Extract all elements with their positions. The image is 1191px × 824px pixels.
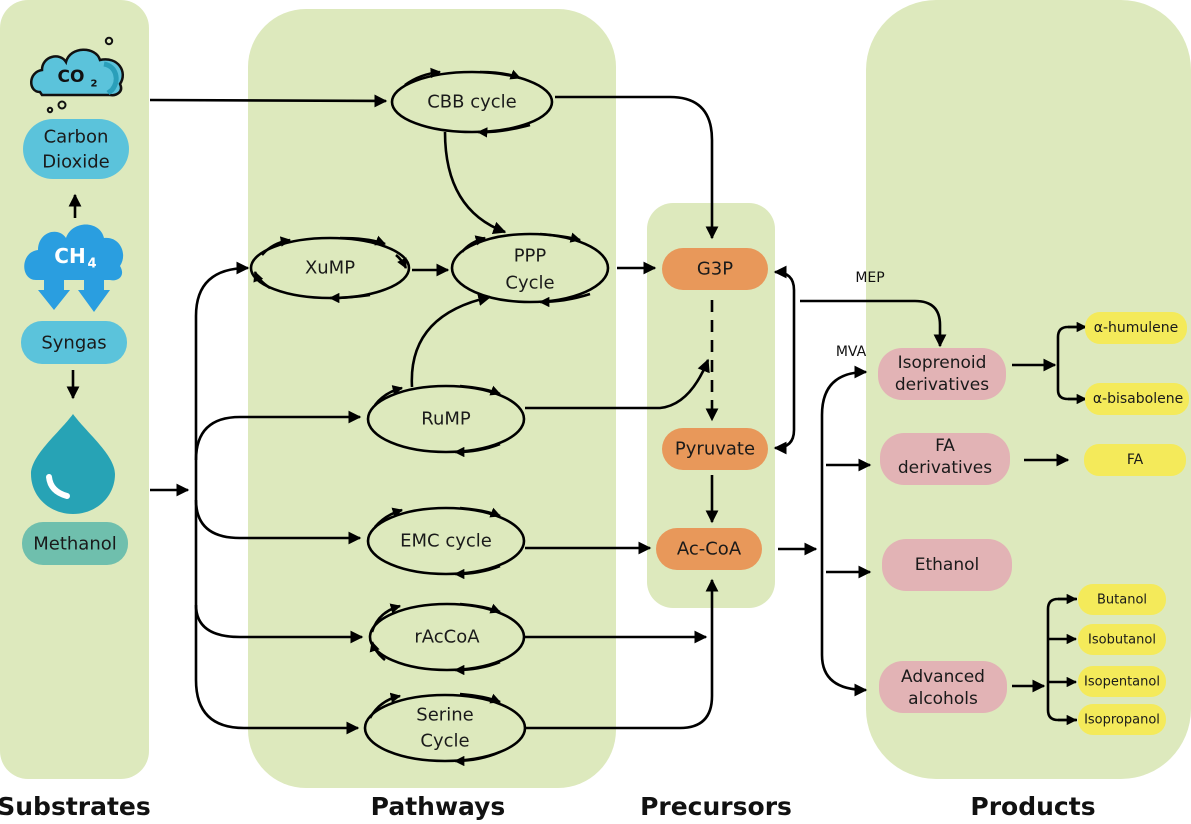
ch4-subscript: 4	[87, 257, 96, 272]
g3p-label: G3P	[697, 259, 733, 280]
arrow-cbb-to-g3p	[555, 95, 719, 240]
arrow-to-serine	[194, 316, 360, 735]
arrow-to-emc	[194, 499, 362, 545]
isoprenoid-label-line2: derivatives	[895, 375, 989, 395]
accoa-node	[656, 528, 762, 570]
ethanol-label: Ethanol	[915, 555, 980, 575]
arrow-cbb-to-ppp	[443, 131, 507, 235]
fa-derivatives-label-line1: FA	[935, 436, 955, 456]
isoprenoid-node	[878, 348, 1006, 400]
arrow-to-isoprenoid	[820, 365, 868, 416]
mva-label: MVA	[836, 344, 867, 360]
isopropanol-label: Isopropanol	[1084, 713, 1160, 728]
accoa-label: Ac-CoA	[677, 539, 742, 560]
pathways-panel	[248, 9, 616, 788]
cloud-ch4-icon: CH 4	[24, 224, 124, 312]
mep-label: MEP	[855, 270, 884, 286]
advanced-alcohols-label-line2: alcohols	[908, 689, 978, 709]
methanol-label: Methanol	[33, 534, 117, 555]
pyruvate-node	[662, 428, 768, 470]
fa-label: FA	[1127, 452, 1144, 468]
ppp-cycle-node: PPP Cycle	[450, 232, 610, 308]
emc-cycle-node: EMC cycle	[366, 506, 526, 580]
bisabolene-node	[1085, 383, 1189, 415]
isobutanol-node	[1078, 624, 1166, 655]
section-title-products: Products	[970, 792, 1095, 821]
isobutanol-label: Isobutanol	[1088, 633, 1156, 648]
ppp-label-line1: PPP	[514, 246, 547, 267]
rump-label: RuMP	[421, 409, 471, 430]
xump-label: XuMP	[305, 258, 355, 279]
alcohols-bracket	[1046, 597, 1077, 722]
syngas-node	[21, 321, 127, 364]
arrow-co2-to-cbb	[149, 94, 388, 108]
arrow-rump-to-ppp	[410, 293, 492, 388]
co2-formula: CO	[58, 67, 85, 87]
carbon-dioxide-node	[23, 119, 129, 179]
arrow-to-raccoa	[194, 604, 364, 644]
cloud-co2-icon: CO 2	[30, 36, 125, 114]
g3p-node	[662, 248, 768, 290]
humulene-label: α-humulene	[1094, 320, 1179, 336]
raccoa-label: rAcCoA	[414, 627, 480, 648]
advanced-alcohols-node	[879, 661, 1007, 713]
emc-label: EMC cycle	[400, 531, 492, 552]
syngas-label: Syngas	[41, 333, 106, 354]
co2-subscript: 2	[91, 79, 98, 90]
serine-cycle-node: Serine Cycle	[363, 692, 527, 767]
xump-node: XuMP	[249, 235, 411, 304]
fa-derivatives-label-line2: derivatives	[898, 458, 992, 478]
pyruvate-label: Pyruvate	[675, 439, 755, 460]
bisabolene-label: α-bisabolene	[1093, 391, 1183, 407]
isoprenoid-bracket	[1056, 325, 1087, 401]
isoprenoid-label-line1: Isoprenoid	[898, 353, 987, 373]
arrow-to-rump	[194, 410, 362, 461]
carbon-dioxide-label-line1: Carbon	[44, 127, 109, 148]
methanol-node	[22, 522, 128, 565]
ethanol-node	[882, 539, 1012, 591]
isopropanol-node	[1078, 704, 1166, 735]
advanced-alcohols-label-line1: Advanced	[901, 667, 985, 687]
fa-derivatives-node	[880, 433, 1010, 485]
arrow-to-xump	[194, 261, 250, 317]
substrates-panel	[0, 0, 149, 779]
serine-label-line2: Cycle	[420, 731, 469, 752]
isopentanol-label: Isopentanol	[1084, 675, 1160, 690]
butanol-label: Butanol	[1097, 593, 1147, 608]
cbb-label: CBB cycle	[427, 92, 517, 113]
ch4-formula: CH	[54, 244, 85, 268]
section-title-pathways: Pathways	[371, 792, 506, 821]
droplet-icon	[31, 414, 115, 514]
arrow-mep-to-isoprenoid	[800, 299, 947, 348]
cbb-cycle-node: CBB cycle	[390, 67, 554, 138]
raccoa-node: rAcCoA	[368, 602, 526, 676]
rump-node: RuMP	[366, 384, 526, 458]
arrow-serine-to-accoa	[526, 578, 719, 730]
butanol-node	[1078, 584, 1166, 615]
humulene-node	[1085, 312, 1187, 344]
ppp-label-line2: Cycle	[505, 273, 554, 294]
carbon-dioxide-label-line2: Dioxide	[42, 152, 109, 173]
arrow-g3p-pyruvate-exchange	[773, 265, 796, 455]
isopentanol-node	[1078, 666, 1166, 697]
section-title-precursors: Precursors	[640, 792, 792, 821]
fa-node	[1084, 444, 1186, 476]
serine-label-line1: Serine	[416, 705, 473, 726]
section-title-substrates: Substrates	[0, 792, 151, 821]
arrow-to-advanced-alcohols	[820, 415, 868, 697]
arrow-rump-to-precursors	[525, 358, 710, 410]
